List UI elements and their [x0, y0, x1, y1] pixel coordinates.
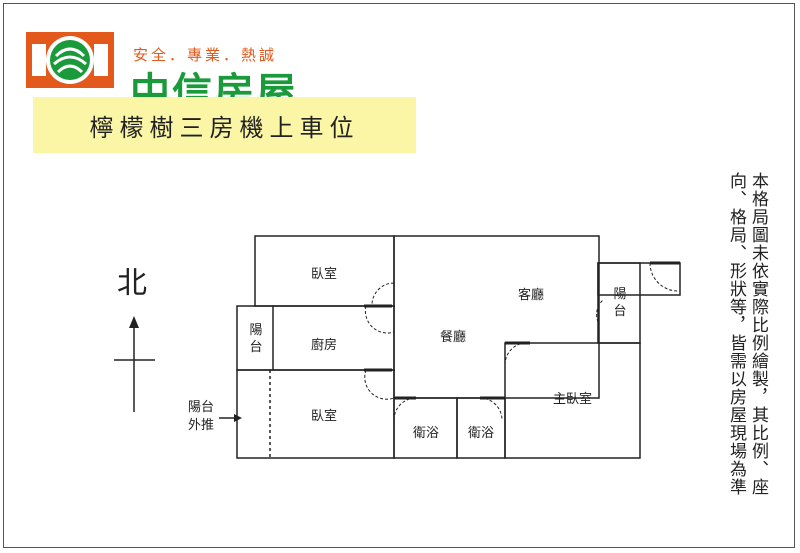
room-dining-room: 餐廳	[440, 330, 467, 345]
disclaimer-line-2: 向、格局、形狀等，皆需以房屋現場為準	[726, 172, 746, 496]
room-balcony-right: 陽台	[613, 287, 627, 319]
room-kitchen: 廚房	[311, 338, 338, 353]
door-leaves	[364, 261, 680, 400]
balcony-push-line-2: 外推	[188, 418, 215, 433]
room-bedroom-top: 臥室	[311, 267, 338, 282]
title-banner: 檸檬樹三房機上車位	[33, 97, 416, 153]
balcony-push-out-label: 陽台 外推	[188, 399, 214, 435]
walls	[236, 235, 681, 459]
brand-slogan: 安全．專業．熱誠	[133, 46, 278, 64]
north-arrow-icon	[114, 316, 155, 412]
room-bedroom-left: 臥室	[311, 409, 338, 424]
room-master-bedroom: 主臥室	[553, 392, 593, 407]
room-balcony-left: 陽台	[249, 323, 263, 355]
room-bath-1: 衛浴	[413, 426, 440, 441]
push-arrow-icon	[219, 414, 242, 422]
north-label: 北	[117, 266, 147, 301]
disclaimer-line-1: 本格局圖未依實際比例繪製，其比例、座	[748, 172, 768, 496]
room-bath-2: 衛浴	[468, 426, 495, 441]
logo-mark-icon	[26, 32, 114, 88]
page-frame	[3, 3, 795, 548]
room-living-room: 客廳	[518, 288, 545, 303]
floorplan-title: 檸檬樹三房機上車位	[89, 113, 360, 142]
balcony-push-line-1: 陽台	[188, 400, 215, 415]
